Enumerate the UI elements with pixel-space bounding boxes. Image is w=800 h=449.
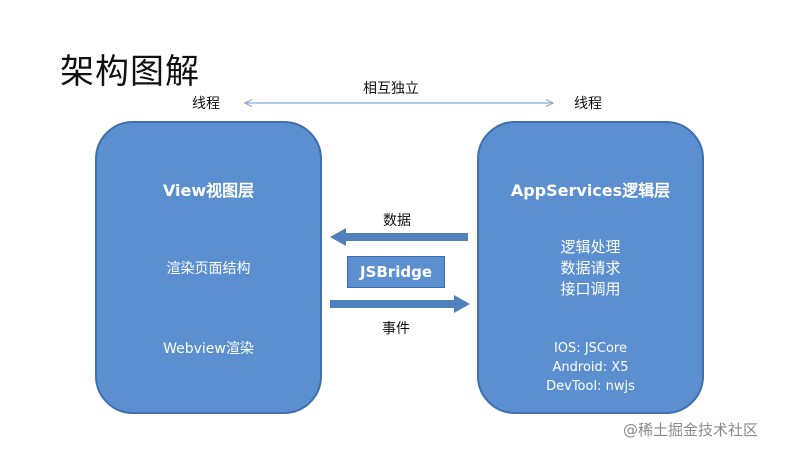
independence-label: 相互独立 [363, 81, 419, 97]
left-thread-label: 线程 [192, 96, 220, 112]
right-thread-label: 线程 [574, 96, 602, 112]
app-services-title: AppServices逻辑层 [510, 181, 671, 200]
jsbridge-box: JSBridge [347, 256, 445, 288]
event-flow-label: 事件 [382, 321, 410, 337]
thread-double-arrow [243, 98, 555, 108]
view-layer-title: View视图层 [162, 181, 255, 200]
app-platforms-list: IOS: JSCore Android: X5 DevTool: nwjs [479, 339, 702, 396]
app-function-item: 接口调用 [560, 280, 621, 298]
view-item-webview-render: Webview渲染 [163, 341, 254, 357]
data-flow-label: 数据 [383, 213, 411, 229]
app-function-item: 数据请求 [560, 259, 621, 277]
app-function-item: 逻辑处理 [560, 238, 621, 256]
slide-title: 架构图解 [60, 52, 200, 92]
event-arrow-right [330, 295, 470, 313]
watermark: @稀土掘金技术社区 [623, 421, 759, 439]
view-layer-box: View视图层 渲染页面结构 Webview渲染 [95, 121, 322, 414]
app-functions-list: 逻辑处理 数据请求 接口调用 [479, 237, 702, 300]
data-arrow-left [330, 228, 468, 246]
view-item-render-structure: 渲染页面结构 [166, 261, 251, 277]
platform-item: Android: X5 [552, 360, 629, 375]
platform-item: IOS: JSCore [553, 341, 627, 356]
platform-item: DevTool: nwjs [546, 379, 635, 394]
app-services-box: AppServices逻辑层 逻辑处理 数据请求 接口调用 IOS: JSCor… [477, 121, 704, 414]
